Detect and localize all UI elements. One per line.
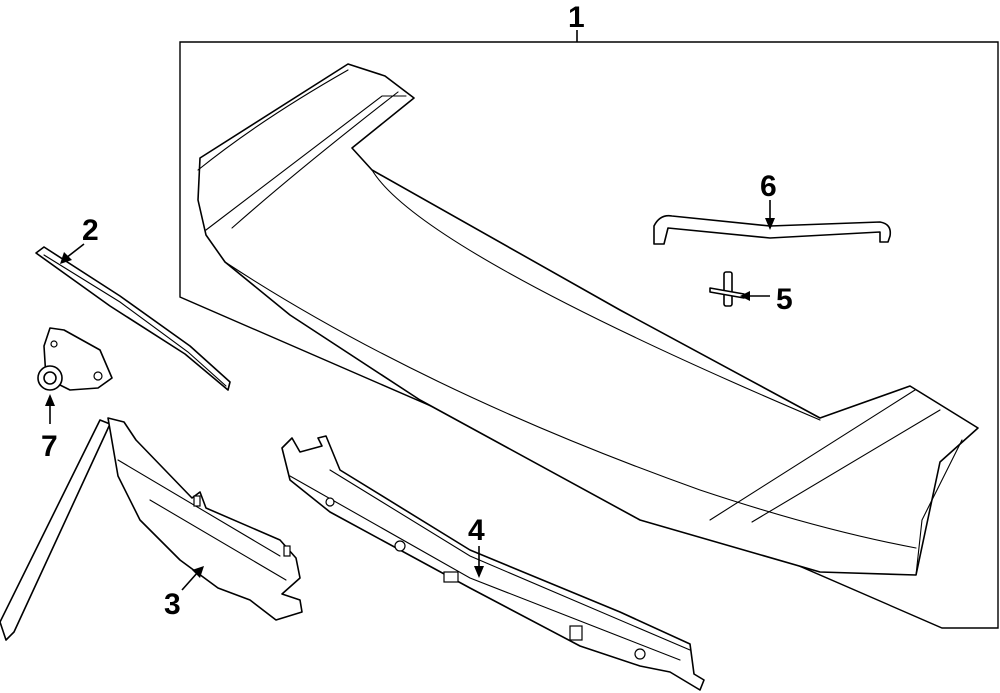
callout-3-leader [181, 571, 199, 591]
seal-strip [35, 246, 231, 391]
spoiler-hose [653, 214, 892, 245]
callout-3-arrowhead [192, 566, 204, 578]
callout-4-arrowhead [474, 566, 484, 578]
callout-6-arrowhead [765, 218, 775, 230]
callout-4: 4 [468, 514, 485, 547]
callout-2-arrowhead [60, 252, 72, 264]
callout-7: 7 [41, 430, 58, 463]
callout-6: 6 [760, 170, 777, 203]
rear-camera [37, 327, 113, 391]
assembly-frame [179, 41, 999, 629]
callout-2-leader [65, 243, 85, 259]
callout-2: 2 [82, 214, 99, 247]
callout-5: 5 [776, 283, 793, 316]
callout-5-arrowhead [740, 291, 750, 301]
side-bracket [0, 417, 303, 641]
rear-spoiler [197, 63, 979, 576]
mounting-bracket [281, 435, 705, 691]
callout-7-arrowhead [45, 394, 55, 406]
washer-nozzle [709, 271, 745, 307]
callout-1: 1 [568, 1, 585, 34]
callout-3: 3 [164, 588, 181, 621]
